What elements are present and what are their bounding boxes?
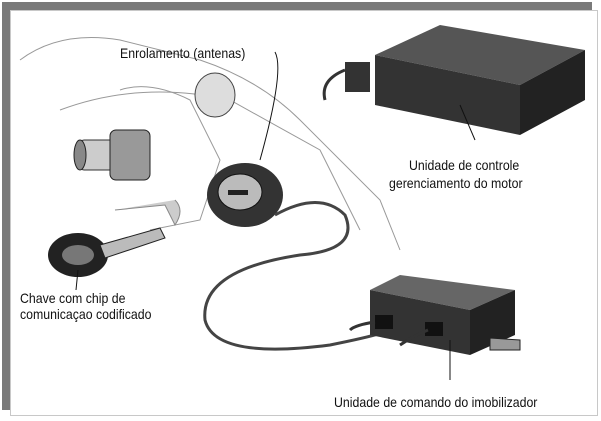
ignition-cylinder-icon [73, 129, 151, 181]
leader-lines [75, 51, 476, 380]
label-ecu-line1: Unidade de controle [409, 157, 520, 173]
label-key-line1: Chave com chip de [20, 290, 126, 306]
label-immobilizer-unit: Unidade de comando do imobilizador [334, 394, 538, 410]
stalk-knob-icon [194, 72, 236, 118]
key-with-chip-icon [48, 227, 166, 277]
engine-control-unit-icon [322, 25, 585, 135]
immobilizer-unit-icon [348, 275, 521, 355]
label-key-line2: comunicaçao codificado [20, 306, 152, 322]
antenna-coil-icon [207, 163, 283, 227]
label-antenna-coil: Enrolamento (antenas) [120, 45, 246, 61]
cable [203, 201, 391, 351]
insert-arrow-icon [114, 199, 181, 226]
label-ecu-line2: gerenciamento do motor [389, 175, 523, 191]
